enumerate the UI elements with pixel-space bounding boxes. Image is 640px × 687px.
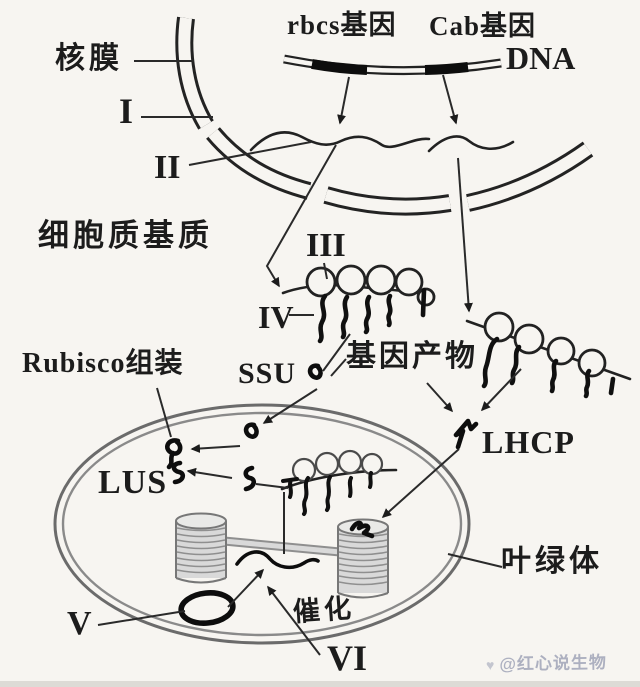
polysome-cytosol-left bbox=[281, 264, 436, 344]
arrow-mrna-to-left-polysome bbox=[265, 144, 337, 288]
polysome-cytosol-right bbox=[465, 311, 632, 399]
watermark-text: @红心说生物 bbox=[499, 652, 608, 674]
image-bottom-edge bbox=[0, 681, 640, 687]
watermark: ♥@红心说生物 bbox=[486, 648, 607, 675]
arrow-rbcs-transcription bbox=[337, 76, 350, 125]
arrow-lsu-to-assembly bbox=[186, 467, 233, 479]
lhcp-in-thylakoid-squiggle bbox=[349, 520, 375, 539]
lamella bbox=[223, 536, 341, 557]
circular-dna bbox=[178, 590, 236, 626]
label-catalyze: 催化 bbox=[291, 592, 356, 628]
ssu-protein-inside-squiggle bbox=[243, 422, 259, 439]
label-line-rubisco bbox=[156, 387, 172, 438]
rubisco-assembly-squiggle bbox=[165, 438, 186, 485]
lsu-protein-squiggle bbox=[243, 465, 257, 492]
label-line-chloroplast bbox=[447, 553, 503, 568]
nuclear-membrane-segment bbox=[175, 16, 214, 130]
label-lus: LUS bbox=[98, 464, 168, 501]
label-line-roman-3 bbox=[323, 262, 328, 280]
arrow-ssu-into-chloroplast bbox=[262, 388, 318, 424]
arrow-ssu-to-assembly bbox=[190, 444, 241, 453]
chloroplast-envelope bbox=[53, 403, 471, 645]
label-cab-gene: Cab基因 bbox=[429, 11, 537, 41]
label-roman-1: I bbox=[119, 91, 134, 131]
nuclear-membrane-segment bbox=[466, 141, 594, 212]
rbcs-gene-segment bbox=[311, 59, 368, 75]
nuclear-envelope bbox=[175, 16, 594, 216]
label-roman-2: II bbox=[154, 149, 181, 186]
arrows bbox=[186, 74, 522, 656]
arrow-cab-transcription bbox=[442, 74, 459, 125]
label-lines bbox=[97, 60, 503, 626]
ssu-protein-squiggle bbox=[307, 363, 323, 380]
label-ssu: SSU bbox=[238, 357, 297, 390]
label-line-geneproduct bbox=[322, 333, 351, 372]
label-roman-6: VI bbox=[327, 638, 368, 678]
cab-gene-segment bbox=[424, 62, 469, 75]
label-line-ssu bbox=[330, 358, 347, 377]
label-cytoplasm-matrix: 细胞质基质 bbox=[38, 218, 213, 253]
arrow-catalyze-wave bbox=[267, 585, 321, 656]
label-rubisco-assembly: Rubisco组装 bbox=[22, 348, 184, 379]
label-nuclear-membrane: 核膜 bbox=[55, 42, 123, 75]
label-chloroplast: 叶绿体 bbox=[501, 545, 603, 578]
granum-left bbox=[175, 512, 227, 584]
label-dna: DNA bbox=[506, 40, 576, 76]
watermark-heart-icon: ♥ bbox=[485, 656, 496, 674]
nuclear-membrane-segment bbox=[206, 127, 312, 200]
label-line-roman-2 bbox=[188, 141, 312, 166]
label-roman-3: III bbox=[306, 227, 346, 264]
catalysis-product-wave bbox=[235, 550, 320, 570]
arrow-geneproduct-to-lhcp bbox=[426, 382, 453, 413]
arrow-ctdna-to-wave bbox=[227, 568, 265, 608]
granum-right bbox=[337, 518, 389, 599]
mrna-left bbox=[249, 131, 431, 152]
label-line-lsu-polysome bbox=[255, 483, 289, 489]
label-gene-product: 基因产物 bbox=[346, 340, 478, 373]
dna-strand bbox=[283, 54, 502, 76]
mrna-right bbox=[427, 135, 515, 153]
label-rbcs-gene: rbcs基因 bbox=[287, 10, 397, 40]
arrow-polysome-to-lhcp bbox=[480, 368, 522, 412]
lhcp-protein-squiggle bbox=[453, 418, 479, 450]
arrow-mrna-to-right-polysome bbox=[457, 157, 473, 313]
nuclear-membrane-segment bbox=[323, 186, 452, 216]
label-roman-4: IV bbox=[258, 299, 294, 335]
label-lhcp: LHCP bbox=[482, 424, 575, 460]
label-line-roman-5 bbox=[97, 610, 186, 626]
label-roman-5: V bbox=[67, 605, 92, 642]
polysome-chloroplast bbox=[280, 449, 398, 516]
arrow-lhcp-to-granum bbox=[381, 448, 460, 519]
